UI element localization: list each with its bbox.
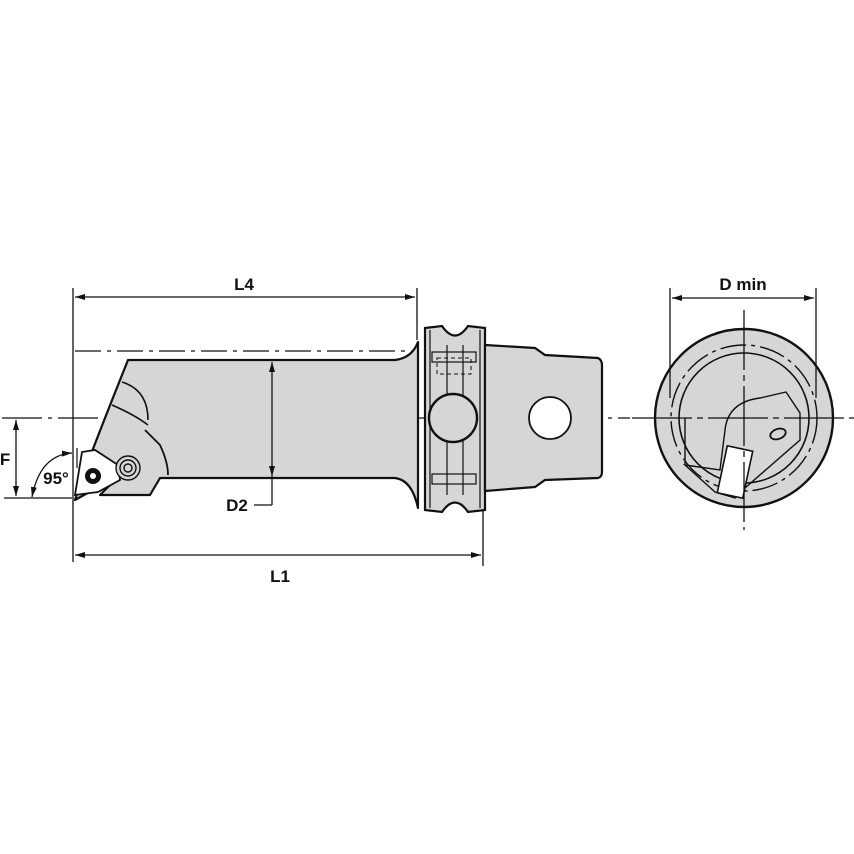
flange-key-dash [436, 357, 472, 375]
label-L4: L4 [234, 275, 254, 294]
head-curve-2 [111, 404, 149, 426]
shank-hole [528, 396, 572, 440]
dimension-Dmin: D min [669, 275, 817, 398]
boring-bar-body [73, 340, 420, 510]
dimension-F: F [0, 420, 72, 499]
end-view: D min [632, 275, 854, 530]
dimension-L4: L4 [72, 275, 418, 562]
label-F: F [0, 450, 10, 469]
side-view: L4 L1 D2 F 95° [0, 275, 630, 586]
dimension-L1: L1 [75, 510, 484, 586]
end-screw-icon [769, 427, 787, 441]
dimension-angle: 95° [30, 448, 78, 498]
flange-ball-icon [427, 392, 479, 444]
flange-key-bottom [431, 473, 477, 485]
end-head-profile [682, 391, 801, 499]
insert-hole-center [90, 473, 96, 479]
label-angle: 95° [43, 469, 69, 488]
head-edge [144, 429, 169, 476]
clamp-screw-icon [115, 455, 141, 481]
label-Dmin: D min [719, 275, 766, 294]
flange-key-top [431, 351, 477, 363]
label-D2: D2 [226, 496, 248, 515]
label-L1: L1 [270, 567, 290, 586]
dimension-D2: D2 [226, 362, 275, 515]
head-curve-1 [121, 381, 149, 421]
